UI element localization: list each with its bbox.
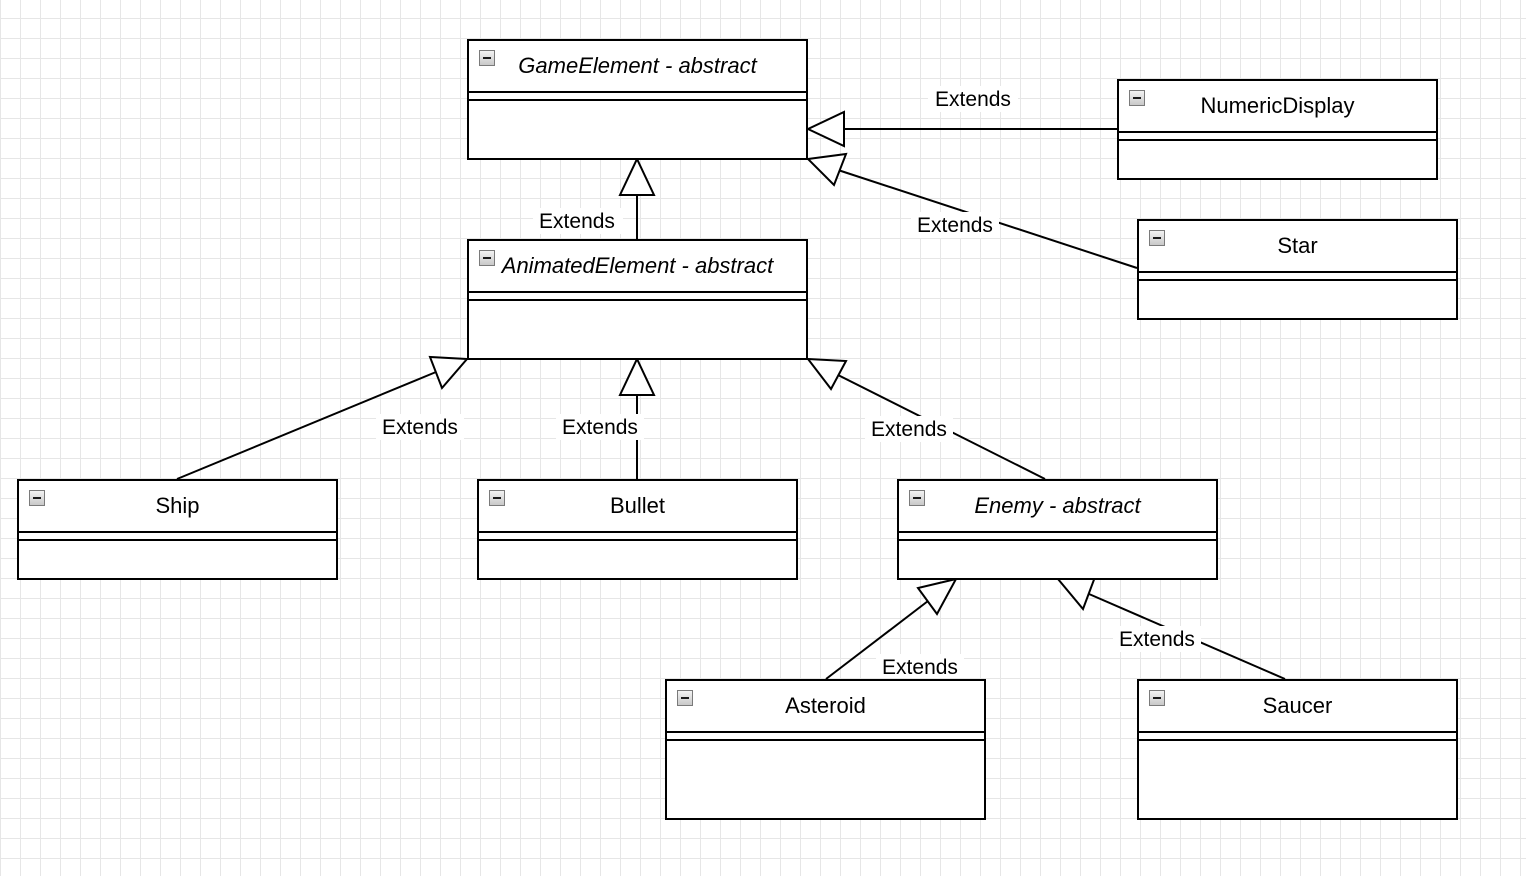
class-numericdisplay[interactable]: NumericDisplay (1117, 79, 1438, 180)
edge-label-saucer: Extends (1119, 628, 1195, 651)
edge-label-star: Extends (917, 214, 993, 237)
class-bullet[interactable]: Bullet (477, 479, 798, 580)
collapse-icon[interactable] (1149, 690, 1165, 706)
class-name-gameelement: GameElement - abstract (469, 41, 806, 93)
class-attributes-enemy (899, 539, 1216, 541)
edge-label-bullet: Extends (562, 416, 638, 439)
class-name-saucer: Saucer (1139, 681, 1456, 733)
edge-numericdisplay-gameelement[interactable] (805, 110, 1117, 148)
class-name-bullet: Bullet (479, 481, 796, 533)
class-attributes-numericdisplay (1119, 139, 1436, 141)
edge-star-gameelement[interactable] (805, 152, 1138, 269)
edge-label-enemy: Extends (871, 418, 947, 441)
class-attributes-bullet (479, 539, 796, 541)
class-attributes-gameelement (469, 99, 806, 101)
class-name-enemy: Enemy - abstract (899, 481, 1216, 533)
collapse-icon[interactable] (909, 490, 925, 506)
edge-asteroid-enemy[interactable] (825, 577, 958, 680)
class-attributes-animatedelement (469, 299, 806, 301)
class-name-animatedelement: AnimatedElement - abstract (469, 241, 806, 293)
edge-label-asteroid: Extends (882, 656, 958, 679)
edge-label-numericdisplay: Extends (935, 88, 1011, 111)
collapse-icon[interactable] (1149, 230, 1165, 246)
class-attributes-asteroid (667, 739, 984, 741)
class-star[interactable]: Star (1137, 219, 1458, 320)
class-attributes-star (1139, 279, 1456, 281)
class-name-asteroid: Asteroid (667, 681, 984, 733)
collapse-icon[interactable] (677, 690, 693, 706)
class-name-numericdisplay: NumericDisplay (1119, 81, 1436, 133)
class-saucer[interactable]: Saucer (1137, 679, 1458, 820)
class-ship[interactable]: Ship (17, 479, 338, 580)
class-gameelement[interactable]: GameElement - abstract (467, 39, 808, 160)
edge-ship-animatedelement[interactable] (176, 355, 470, 480)
collapse-icon[interactable] (479, 250, 495, 266)
class-attributes-saucer (1139, 739, 1456, 741)
class-enemy[interactable]: Enemy - abstract (897, 479, 1218, 580)
collapse-icon[interactable] (479, 50, 495, 66)
collapse-icon[interactable] (29, 490, 45, 506)
class-asteroid[interactable]: Asteroid (665, 679, 986, 820)
class-name-star: Star (1139, 221, 1456, 273)
class-name-ship: Ship (19, 481, 336, 533)
edge-label-ship: Extends (382, 416, 458, 439)
edge-animatedelement-gameelement[interactable] (618, 156, 656, 239)
collapse-icon[interactable] (489, 490, 505, 506)
edge-label-animatedelement: Extends (539, 210, 615, 233)
class-animatedelement[interactable]: AnimatedElement - abstract (467, 239, 808, 360)
class-attributes-ship (19, 539, 336, 541)
collapse-icon[interactable] (1129, 90, 1145, 106)
